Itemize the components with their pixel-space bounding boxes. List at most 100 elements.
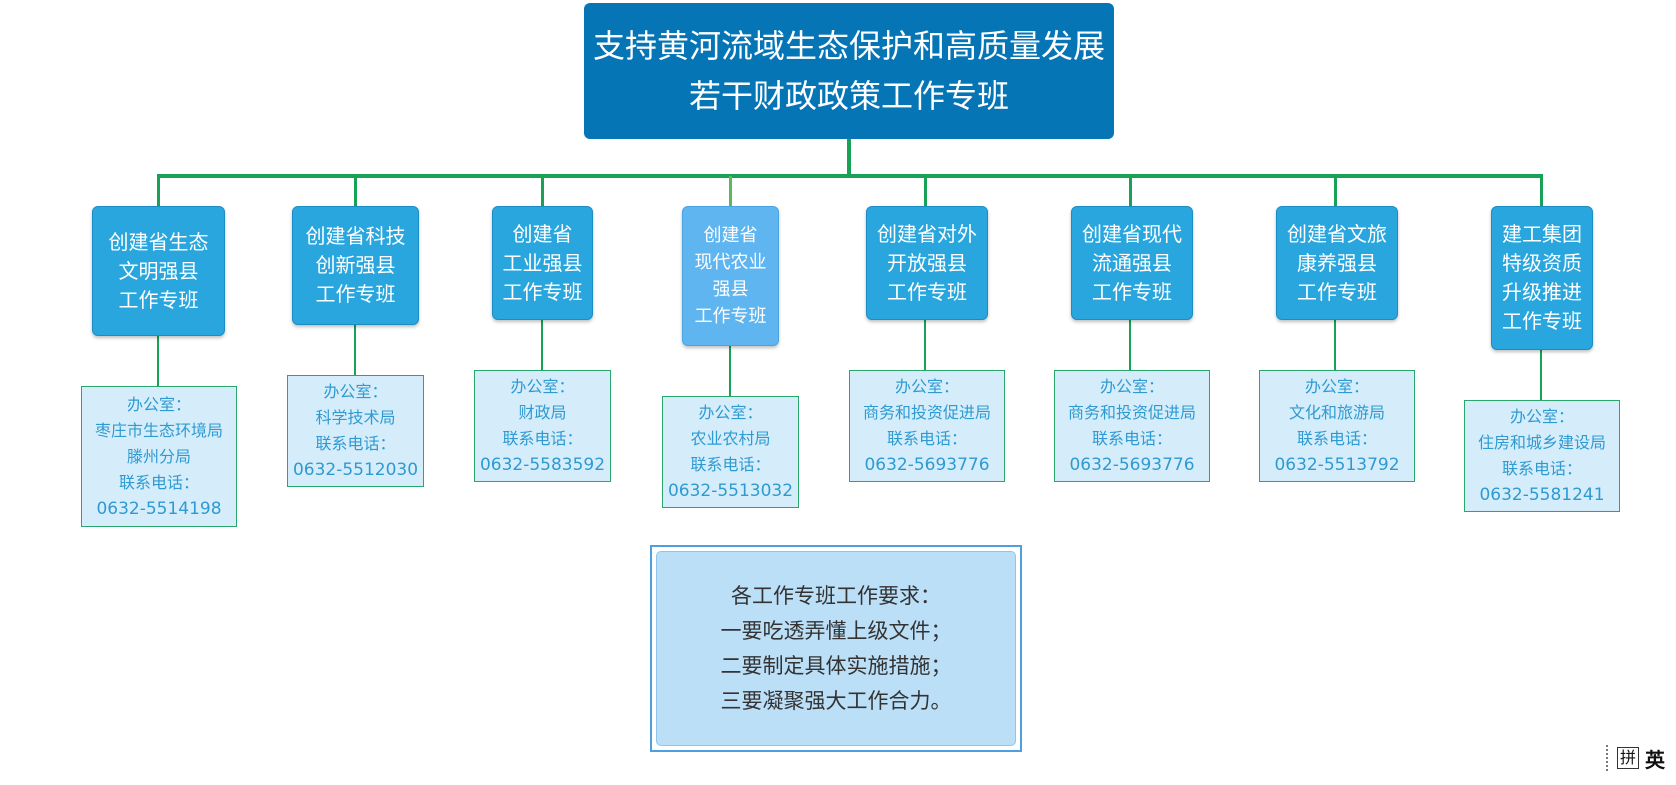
team-label-line: 工作专班 xyxy=(887,279,967,304)
info-box-industry: 办公室： 财政局 联系电话： 0632-5583592 xyxy=(474,370,611,482)
team-box-agriculture: 创建省 现代农业 强县 工作专班 xyxy=(682,206,779,346)
team-label-line: 工作专班 xyxy=(1297,279,1377,304)
info-box-tourism: 办公室： 文化和旅游局 联系电话： 0632-5513792 xyxy=(1259,370,1415,482)
team-box-technology: 创建省科技 创新强县 工作专班 xyxy=(292,206,419,325)
team-label-line: 创建省生态 xyxy=(108,229,209,254)
office-name: 农业农村局 xyxy=(690,429,771,448)
office-label: 办公室： xyxy=(126,394,191,414)
info-box-construction: 办公室： 住房和城乡建设局 联系电话： 0632-5581241 xyxy=(1464,400,1620,512)
office-label: 办公室： xyxy=(510,377,575,396)
team-label-line: 工作专班 xyxy=(1092,279,1172,304)
team-label-line: 现代农业 xyxy=(694,252,767,273)
phone-label: 联系电话： xyxy=(315,434,396,453)
team-label-line: 康养强县 xyxy=(1297,250,1377,275)
team-connector xyxy=(729,176,732,206)
info-box-opening: 办公室： 商务和投资促进局 联系电话： 0632-5693776 xyxy=(849,370,1005,482)
team-label-line: 特级资质 xyxy=(1502,251,1582,275)
info-box-circulation: 办公室： 商务和投资促进局 联系电话： 0632-5693776 xyxy=(1054,370,1210,482)
team-label-line: 创建省对外 xyxy=(877,221,977,246)
phone-number: 0632-5583592 xyxy=(479,455,606,475)
team-label-line: 工作专班 xyxy=(118,287,199,312)
ime-language-toggle[interactable]: 英 xyxy=(1645,747,1666,772)
requirements-panel: 各工作专班工作要求： 一要吃透弄懂上级文件； 二要制定具体实施措施； 三要凝聚强… xyxy=(650,545,1022,752)
office-label: 办公室： xyxy=(698,403,763,422)
info-connector xyxy=(924,320,926,370)
info-box-ecology: 办公室： 枣庄市生态环境局 滕州分局 联系电话： 0632-5514198 xyxy=(81,386,237,527)
phone-number: 0632-5514198 xyxy=(96,498,222,519)
team-label-line: 流通强县 xyxy=(1092,250,1172,275)
team-connector xyxy=(541,176,544,206)
office-label: 办公室： xyxy=(323,382,388,401)
team-box-industry: 创建省 工业强县 工作专班 xyxy=(492,206,593,320)
office-name: 商务和投资促进局 xyxy=(862,403,991,422)
ime-status-bar[interactable]: 拼 英 xyxy=(1606,742,1670,774)
ime-pinyin-toggle[interactable]: 拼 xyxy=(1617,747,1640,769)
requirement-item: 一要吃透弄懂上级文件； xyxy=(720,618,952,643)
office-label: 办公室： xyxy=(894,377,959,396)
info-box-agriculture: 办公室： 农业农村局 联系电话： 0632-5513032 xyxy=(662,396,799,508)
team-label-line: 创新强县 xyxy=(315,253,396,277)
title-line-2: 若干财政政策工作专班 xyxy=(688,77,1009,115)
office-name: 住房和城乡建设局 xyxy=(1477,433,1606,452)
team-label-line: 文明强县 xyxy=(118,258,199,283)
team-label-line: 升级推进 xyxy=(1502,280,1582,304)
team-label-line: 创建省 xyxy=(512,221,573,246)
phone-label: 联系电话： xyxy=(690,455,771,474)
team-label-line: 工作专班 xyxy=(1502,309,1582,333)
team-connector xyxy=(354,176,357,206)
org-chart-title: 支持黄河流域生态保护和高质量发展 若干财政政策工作专班 xyxy=(584,3,1114,139)
office-name: 文化和旅游局 xyxy=(1288,403,1385,422)
team-label-line: 工作专班 xyxy=(694,306,767,327)
phone-number: 0632-5513032 xyxy=(667,481,794,501)
team-label-line: 创建省科技 xyxy=(305,224,406,248)
team-box-circulation: 创建省现代 流通强县 工作专班 xyxy=(1071,206,1193,320)
phone-label: 联系电话： xyxy=(118,472,199,492)
team-connector xyxy=(1334,176,1337,206)
office-label: 办公室： xyxy=(1509,407,1574,426)
drag-handle-icon[interactable] xyxy=(1606,745,1611,771)
office-name: 财政局 xyxy=(518,403,567,422)
office-name: 滕州分局 xyxy=(126,446,191,466)
team-label-line: 创建省现代 xyxy=(1082,221,1182,246)
phone-label: 联系电话： xyxy=(886,429,967,448)
team-label-line: 创建省文旅 xyxy=(1287,221,1387,246)
office-name: 枣庄市生态环境局 xyxy=(94,420,223,440)
office-name: 商务和投资促进局 xyxy=(1067,403,1196,422)
team-label-line: 建工集团 xyxy=(1502,222,1582,246)
office-label: 办公室： xyxy=(1099,377,1164,396)
team-connector xyxy=(1129,176,1132,206)
info-connector xyxy=(1540,350,1542,400)
info-connector xyxy=(1334,320,1336,370)
requirements-content: 各工作专班工作要求： 一要吃透弄懂上级文件； 二要制定具体实施措施； 三要凝聚强… xyxy=(656,551,1016,746)
title-connector xyxy=(847,139,851,177)
phone-label: 联系电话： xyxy=(1091,429,1172,448)
info-connector xyxy=(729,346,731,396)
phone-number: 0632-5693776 xyxy=(1069,455,1195,475)
office-label: 办公室： xyxy=(1304,377,1369,396)
title-line-1: 支持黄河流域生态保护和高质量发展 xyxy=(592,27,1105,65)
team-connector xyxy=(1540,176,1543,206)
requirement-item: 二要制定具体实施措施； xyxy=(720,653,952,678)
team-label-line: 工作专班 xyxy=(315,282,396,306)
info-connector xyxy=(541,320,543,370)
phone-label: 联系电话： xyxy=(1501,459,1582,478)
phone-number: 0632-5513792 xyxy=(1274,455,1400,475)
phone-number: 0632-5693776 xyxy=(864,455,990,475)
team-label-line: 开放强县 xyxy=(887,250,967,275)
team-label-line: 工作专班 xyxy=(502,279,583,304)
phone-label: 联系电话： xyxy=(1296,429,1377,448)
horizontal-bus-line xyxy=(157,174,1543,178)
phone-number: 0632-5512030 xyxy=(292,460,419,480)
phone-label: 联系电话： xyxy=(502,429,583,448)
team-box-ecology: 创建省生态 文明强县 工作专班 xyxy=(92,206,225,336)
team-box-tourism: 创建省文旅 康养强县 工作专班 xyxy=(1276,206,1398,320)
team-label-line: 强县 xyxy=(712,279,749,300)
phone-number: 0632-5581241 xyxy=(1479,485,1605,505)
team-connector xyxy=(924,176,927,206)
team-box-construction: 建工集团 特级资质 升级推进 工作专班 xyxy=(1491,206,1593,350)
info-connector xyxy=(354,325,356,375)
info-connector xyxy=(157,336,159,386)
team-label-line: 创建省 xyxy=(703,225,758,246)
team-box-opening: 创建省对外 开放强县 工作专班 xyxy=(866,206,988,320)
requirements-heading: 各工作专班工作要求： xyxy=(731,583,941,608)
